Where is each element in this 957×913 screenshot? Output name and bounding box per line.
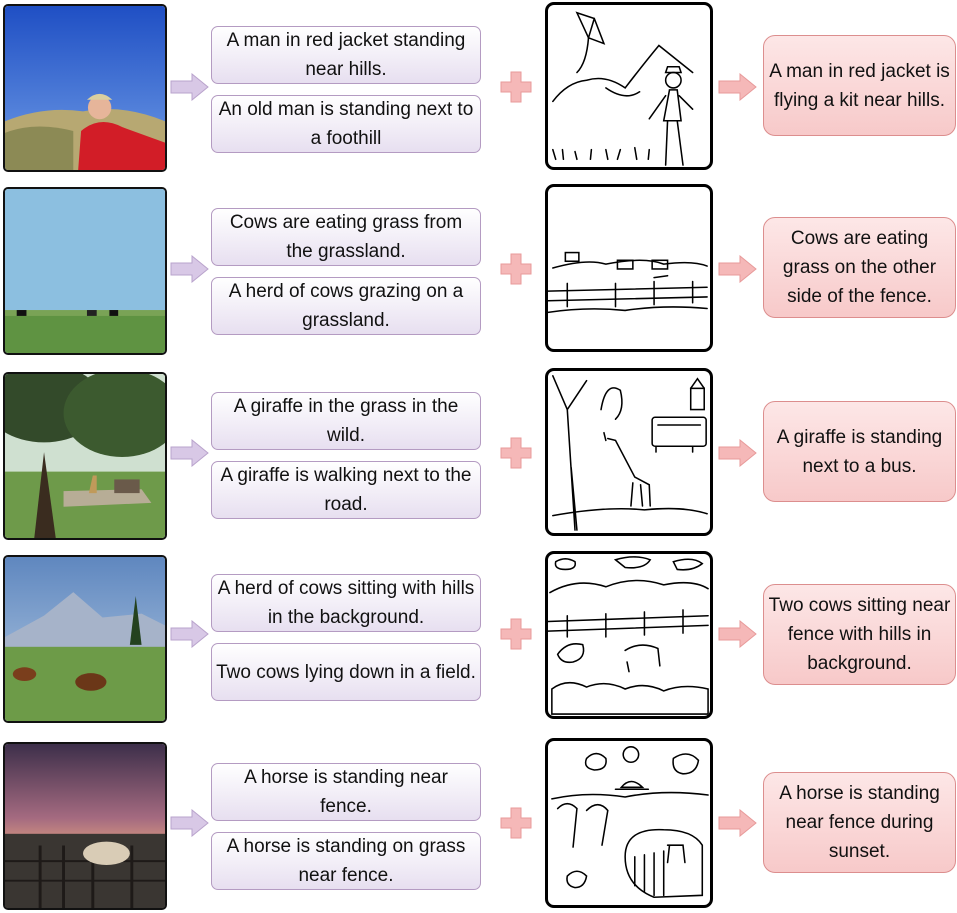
caption-1b: An old man is standing next to a foothil… [211, 95, 481, 153]
pink-arrow-4 [718, 620, 757, 648]
sketch-giraffe-bus [545, 368, 713, 536]
caption-4a: A herd of cows sitting with hills in the… [211, 574, 481, 632]
output-caption-3: A giraffe is standing next to a bus. [763, 401, 956, 502]
purple-arrow-5 [170, 809, 209, 837]
caption-1a: A man in red jacket standing near hills. [211, 26, 481, 84]
plus-sign-3 [500, 437, 532, 469]
purple-arrow-2 [170, 255, 209, 283]
output-caption-4: Two cows sitting near fence with hills i… [763, 584, 956, 685]
photo-horse-sunset [3, 742, 167, 910]
purple-arrow-4 [170, 620, 209, 648]
caption-5a: A horse is standing near fence. [211, 763, 481, 821]
photo-cows-grassland [3, 187, 167, 355]
caption-5b: A horse is standing on grass near fence. [211, 832, 481, 890]
plus-sign-1 [500, 71, 532, 103]
caption-3a: A giraffe in the grass in the wild. [211, 392, 481, 450]
pink-arrow-3 [718, 439, 757, 467]
sketch-cows-fence [545, 184, 713, 352]
pink-arrow-2 [718, 255, 757, 283]
pink-arrow-1 [718, 73, 757, 101]
output-caption-2: Cows are eating grass on the other side … [763, 217, 956, 318]
purple-arrow-1 [170, 73, 209, 101]
plus-sign-2 [500, 253, 532, 285]
caption-2a: Cows are eating grass from the grassland… [211, 208, 481, 266]
photo-giraffe-trees [3, 372, 167, 540]
photo-cows-hills [3, 555, 167, 723]
photo-man-near-hills [3, 4, 167, 172]
plus-sign-4 [500, 618, 532, 650]
sketch-cows-fence-hills [545, 551, 713, 719]
pink-arrow-5 [718, 809, 757, 837]
plus-sign-5 [500, 807, 532, 839]
caption-4b: Two cows lying down in a field. [211, 643, 481, 701]
purple-arrow-3 [170, 439, 209, 467]
caption-2b: A herd of cows grazing on a grassland. [211, 277, 481, 335]
sketch-man-flying-kite [545, 2, 713, 170]
caption-3b: A giraffe is walking next to the road. [211, 461, 481, 519]
output-caption-5: A horse is standing near fence during su… [763, 772, 956, 873]
sketch-horse-fence-sunset [545, 738, 713, 908]
output-caption-1: A man in red jacket is flying a kit near… [763, 35, 956, 136]
